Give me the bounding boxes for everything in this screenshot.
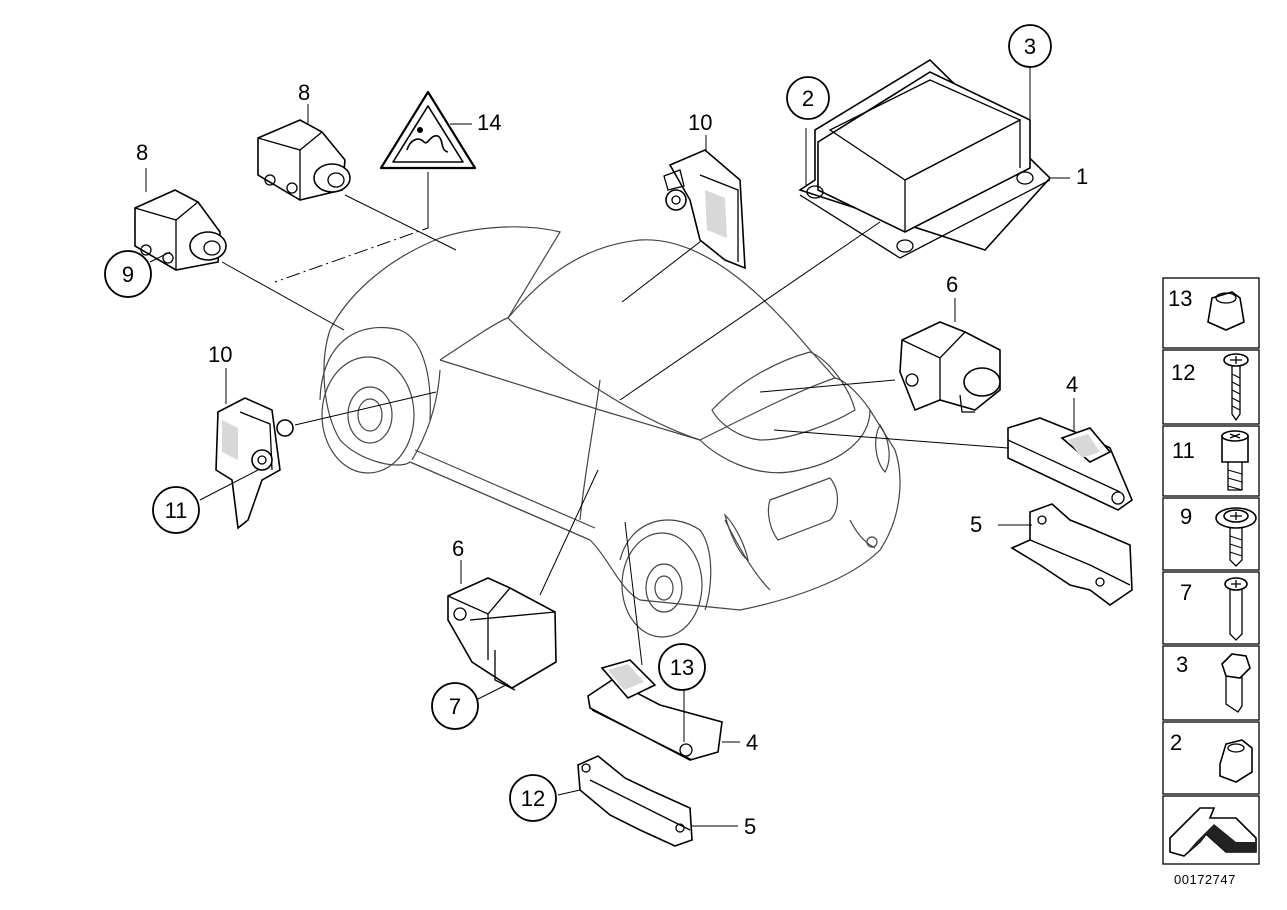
warning-triangle-icon <box>379 90 477 170</box>
callout-12: 12 <box>509 774 557 822</box>
label-14: 14 <box>477 110 501 135</box>
callout-2: 2 <box>786 76 830 120</box>
bracket-5-lower <box>577 755 693 847</box>
label-4-right: 4 <box>1066 372 1078 397</box>
label-5-lower: 5 <box>744 814 756 839</box>
screw-12-icon <box>1223 353 1249 422</box>
svg-text:3: 3 <box>1024 34 1036 59</box>
panel-label-2: 2 <box>1170 730 1182 755</box>
svg-text:2: 2 <box>802 86 814 111</box>
direction-arrow-icon <box>1169 807 1257 857</box>
bolt-3-icon <box>1221 653 1251 713</box>
callout-3: 3 <box>1008 24 1052 68</box>
svg-text:7: 7 <box>449 694 461 719</box>
svg-text:9: 9 <box>122 262 134 287</box>
label-10-top: 10 <box>688 110 712 135</box>
sensor-10-top <box>663 149 746 270</box>
label-8-left: 8 <box>136 140 148 165</box>
nut-13-icon <box>1207 291 1245 331</box>
screw-9-icon <box>1215 507 1257 567</box>
sensor-8-left <box>134 189 227 271</box>
label-6-lower: 6 <box>452 536 464 561</box>
leader-lines <box>221 172 1009 666</box>
sensor-4-right <box>1007 417 1133 511</box>
document-number: 00172747 <box>1174 872 1236 887</box>
callout-7: 7 <box>431 682 479 730</box>
panel-label-7: 7 <box>1180 580 1192 605</box>
panel-label-13: 13 <box>1168 286 1192 311</box>
panel-label-11: 11 <box>1172 438 1195 463</box>
panel-label-3: 3 <box>1176 652 1188 677</box>
screw-7-icon <box>1224 577 1248 641</box>
svg-text:13: 13 <box>670 655 694 680</box>
callout-11: 11 <box>152 486 200 534</box>
sensor-6-lower <box>447 577 557 691</box>
panel-label-9: 9 <box>1180 504 1192 529</box>
fastener-panel: 13 12 11 9 <box>1162 277 1260 887</box>
sensor-6-right <box>899 321 1001 413</box>
car-illustration <box>319 226 901 638</box>
callout-9: 9 <box>104 250 152 298</box>
callout-13: 13 <box>658 643 706 691</box>
sensor-4-lower <box>587 659 723 761</box>
svg-text:12: 12 <box>521 786 545 811</box>
sensor-10-left <box>215 397 294 530</box>
bolt-11-icon <box>1221 430 1249 491</box>
label-8-top: 8 <box>298 80 310 105</box>
label-5-right: 5 <box>970 512 982 537</box>
label-10-left: 10 <box>208 342 232 367</box>
svg-text:11: 11 <box>165 498 188 523</box>
nut-2-icon <box>1219 739 1253 783</box>
label-6-right: 6 <box>946 272 958 297</box>
bracket-5-right <box>1010 503 1133 606</box>
panel-label-12: 12 <box>1171 360 1195 385</box>
label-4-lower: 4 <box>746 730 758 755</box>
sensor-8-top <box>257 119 351 201</box>
label-1: 1 <box>1076 164 1088 189</box>
airbag-control-unit <box>798 58 1052 259</box>
